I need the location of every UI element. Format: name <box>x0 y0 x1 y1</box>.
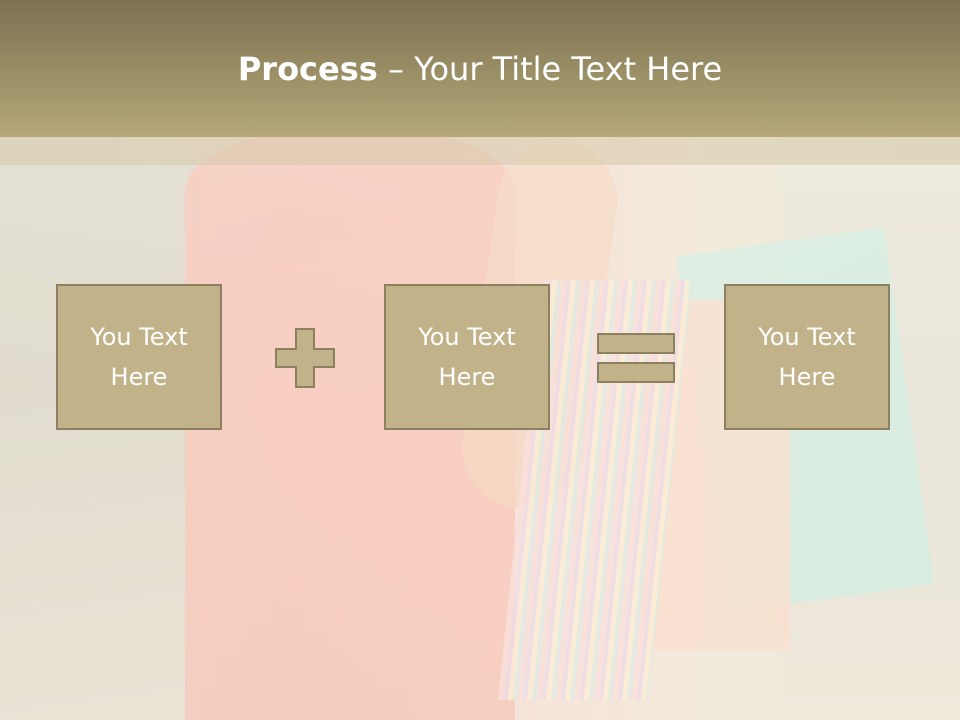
plus-icon <box>275 328 335 388</box>
title-shadow-band <box>0 137 960 165</box>
process-box-2-text: You Text Here <box>418 323 516 391</box>
process-box-1-text: You Text Here <box>90 323 188 391</box>
process-box-3[interactable]: You Text Here <box>724 284 890 430</box>
title-bold: Process <box>237 50 378 88</box>
process-box-3-text: You Text Here <box>758 323 856 391</box>
background-blur-left <box>0 160 200 720</box>
slide-title: Process – Your Title Text Here <box>0 50 960 88</box>
title-rest: – Your Title Text Here <box>377 50 723 88</box>
title-bar: Process – Your Title Text Here <box>0 0 960 137</box>
process-box-1[interactable]: You Text Here <box>56 284 222 430</box>
process-box-2[interactable]: You Text Here <box>384 284 550 430</box>
equals-icon <box>597 333 675 383</box>
